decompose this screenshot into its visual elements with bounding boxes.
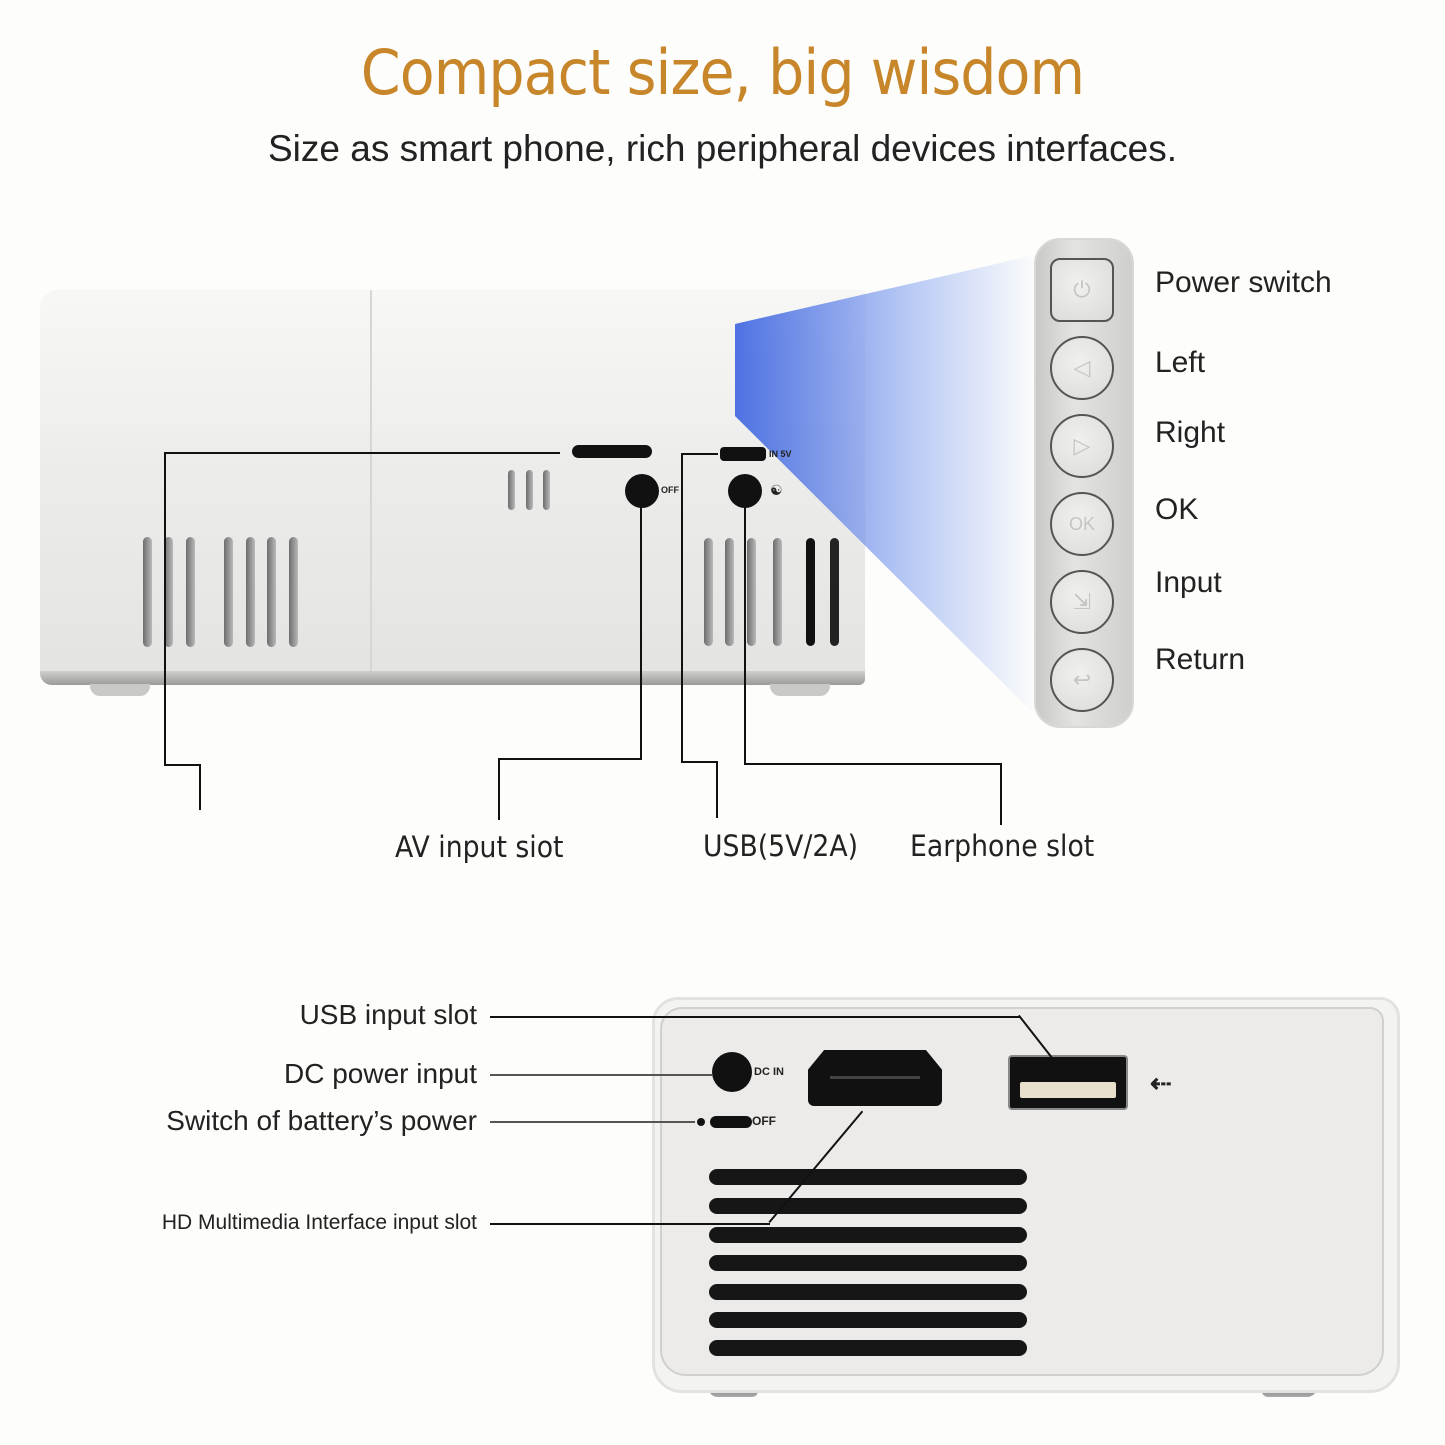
vent-slot — [186, 537, 195, 647]
leader-line — [744, 505, 746, 765]
return-button[interactable]: ↩ — [1050, 648, 1114, 712]
projector-foot-left — [90, 684, 150, 696]
vent-slot-small — [526, 470, 533, 510]
leader-line — [1000, 763, 1002, 825]
callout-earphone-slot: Earphone slot — [910, 829, 1095, 863]
right-button[interactable]: ▷ — [1050, 414, 1114, 478]
leader-line — [490, 1016, 1020, 1018]
leader-line — [490, 1223, 770, 1225]
usb-in-5v-marking: IN 5V — [769, 449, 792, 459]
vent-slot — [246, 537, 255, 647]
tf-card-slot — [572, 445, 652, 458]
headline-subtitle: Size as smart phone, rich peripheral dev… — [268, 128, 1177, 169]
label-return: Return — [1155, 643, 1246, 676]
callout-hdmi-input-slot: HD Multimedia Interface input slot — [161, 1211, 477, 1234]
input-button[interactable]: ⇲ — [1050, 570, 1114, 634]
vent-slot — [143, 537, 152, 647]
battery-power-switch[interactable] — [710, 1116, 752, 1128]
av-input-jack — [625, 474, 659, 508]
vent-slot — [267, 537, 276, 647]
leader-line — [716, 761, 718, 818]
usb-icon: ⇠ — [1150, 1068, 1172, 1098]
input-source-icon: ⇲ — [1072, 589, 1092, 614]
vent-slot — [709, 1169, 1027, 1185]
leader-line — [744, 763, 1002, 765]
vent-slot — [709, 1284, 1027, 1300]
projector-seam — [370, 290, 372, 680]
vent-slot-dark — [830, 538, 839, 646]
leader-line — [164, 764, 201, 766]
vent-slot — [709, 1255, 1027, 1271]
leader-line — [165, 452, 560, 454]
vent-slot-dark — [806, 538, 815, 646]
vent-slot — [224, 537, 233, 647]
vent-slot — [725, 538, 734, 646]
power-button[interactable]: ⏻ — [1050, 258, 1114, 322]
left-arrow-icon: ◁ — [1073, 355, 1091, 380]
dc-in-marking: DC IN — [754, 1066, 784, 1078]
leader-line — [681, 761, 718, 763]
leader-line — [490, 1121, 695, 1123]
label-power-switch: Power switch — [1155, 266, 1332, 299]
projector-side-view — [40, 290, 865, 685]
power-icon: ⏻ — [1073, 277, 1091, 302]
vent-slot-small — [508, 470, 515, 510]
callout-battery-switch: Switch of battery’s power — [166, 1105, 477, 1136]
label-left: Left — [1155, 346, 1206, 379]
label-input: Input — [1155, 566, 1222, 599]
leader-line — [164, 452, 166, 766]
callout-av-input: AV input siot — [395, 830, 564, 864]
leader-line — [681, 453, 683, 763]
right-arrow-icon: ▷ — [1073, 433, 1091, 458]
vent-slot — [289, 537, 298, 647]
hdmi-port-contacts — [830, 1076, 920, 1079]
switch-indicator-dot — [697, 1118, 705, 1126]
vent-slot — [709, 1198, 1027, 1214]
left-button[interactable]: ◁ — [1050, 336, 1114, 400]
vent-slot — [709, 1340, 1027, 1356]
vent-slot — [709, 1312, 1027, 1328]
return-icon: ↩ — [1072, 667, 1092, 692]
vent-slot — [747, 538, 756, 646]
switch-off-marking: OFF — [752, 1114, 776, 1128]
leader-line — [640, 505, 642, 760]
projector-top-face — [40, 290, 865, 430]
leader-line — [498, 758, 500, 820]
callout-usb-input-slot: USB input slot — [299, 999, 477, 1030]
headline-title: Compact size, big wisdom — [360, 36, 1085, 109]
leader-line — [199, 764, 201, 810]
vent-slot — [704, 538, 713, 646]
control-button-panel: ⏻ ◁ ▷ OK ⇲ ↩ — [1034, 238, 1134, 728]
callout-usb-5v-2a: USB(5V/2A) — [703, 829, 859, 863]
earphone-jack — [728, 474, 762, 508]
headphone-icon: ☯ — [770, 482, 783, 498]
micro-usb-port — [720, 447, 766, 461]
vent-slot — [709, 1227, 1027, 1243]
projector-foot-right — [770, 684, 830, 696]
leader-line — [490, 1074, 712, 1076]
vent-slot — [164, 537, 173, 647]
projector-bottom-edge — [40, 671, 865, 685]
dc-power-jack — [712, 1052, 752, 1092]
ok-icon: OK — [1068, 513, 1095, 534]
vent-slot — [773, 538, 782, 646]
leader-line — [498, 758, 642, 760]
label-ok: OK — [1155, 493, 1199, 526]
usb-a-port-tongue — [1020, 1082, 1116, 1098]
vent-slot-small — [543, 470, 550, 510]
callout-dc-power-input: DC power input — [284, 1058, 477, 1089]
av-off-marking: OFF — [661, 485, 679, 495]
label-right: Right — [1155, 416, 1226, 449]
leader-line — [682, 453, 718, 455]
ok-button[interactable]: OK — [1050, 492, 1114, 556]
